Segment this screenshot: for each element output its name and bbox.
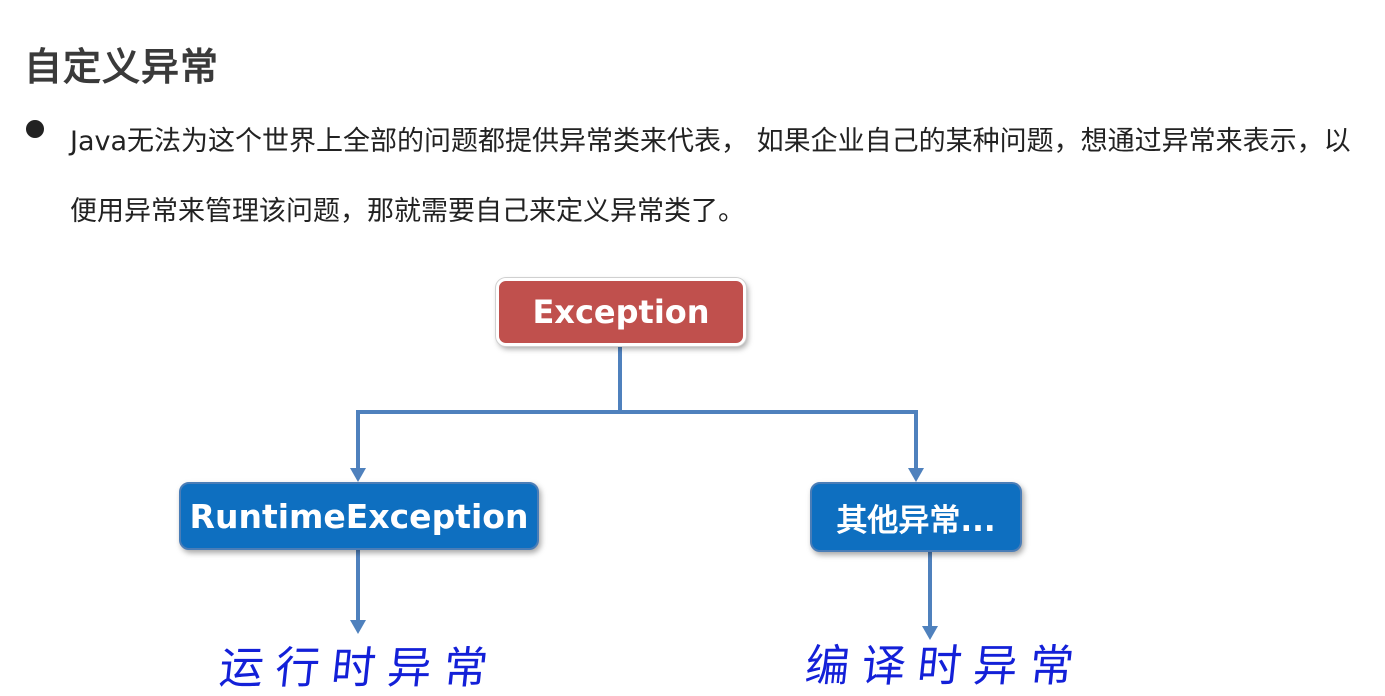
slide-title: 自定义异常 [24, 45, 220, 89]
arrowhead-other-annotation [922, 626, 938, 640]
bullet-dot [26, 120, 44, 138]
annotation-compile-time: 编译时异常 [802, 641, 1089, 692]
node-runtime-exception: RuntimeException [179, 482, 539, 550]
node-other-exceptions: 其他异常... [810, 482, 1022, 552]
arrowhead-right [908, 468, 924, 482]
arrowhead-runtime-annotation [350, 620, 366, 634]
annotation-runtime: 运行时异常 [216, 643, 503, 694]
node-exception: Exception [496, 278, 746, 346]
bullet-text: Java无法为这个世界上全部的问题都提供异常类来代表， 如果企业自己的某种问题，… [70, 126, 1351, 227]
arrowhead-left [350, 468, 366, 482]
